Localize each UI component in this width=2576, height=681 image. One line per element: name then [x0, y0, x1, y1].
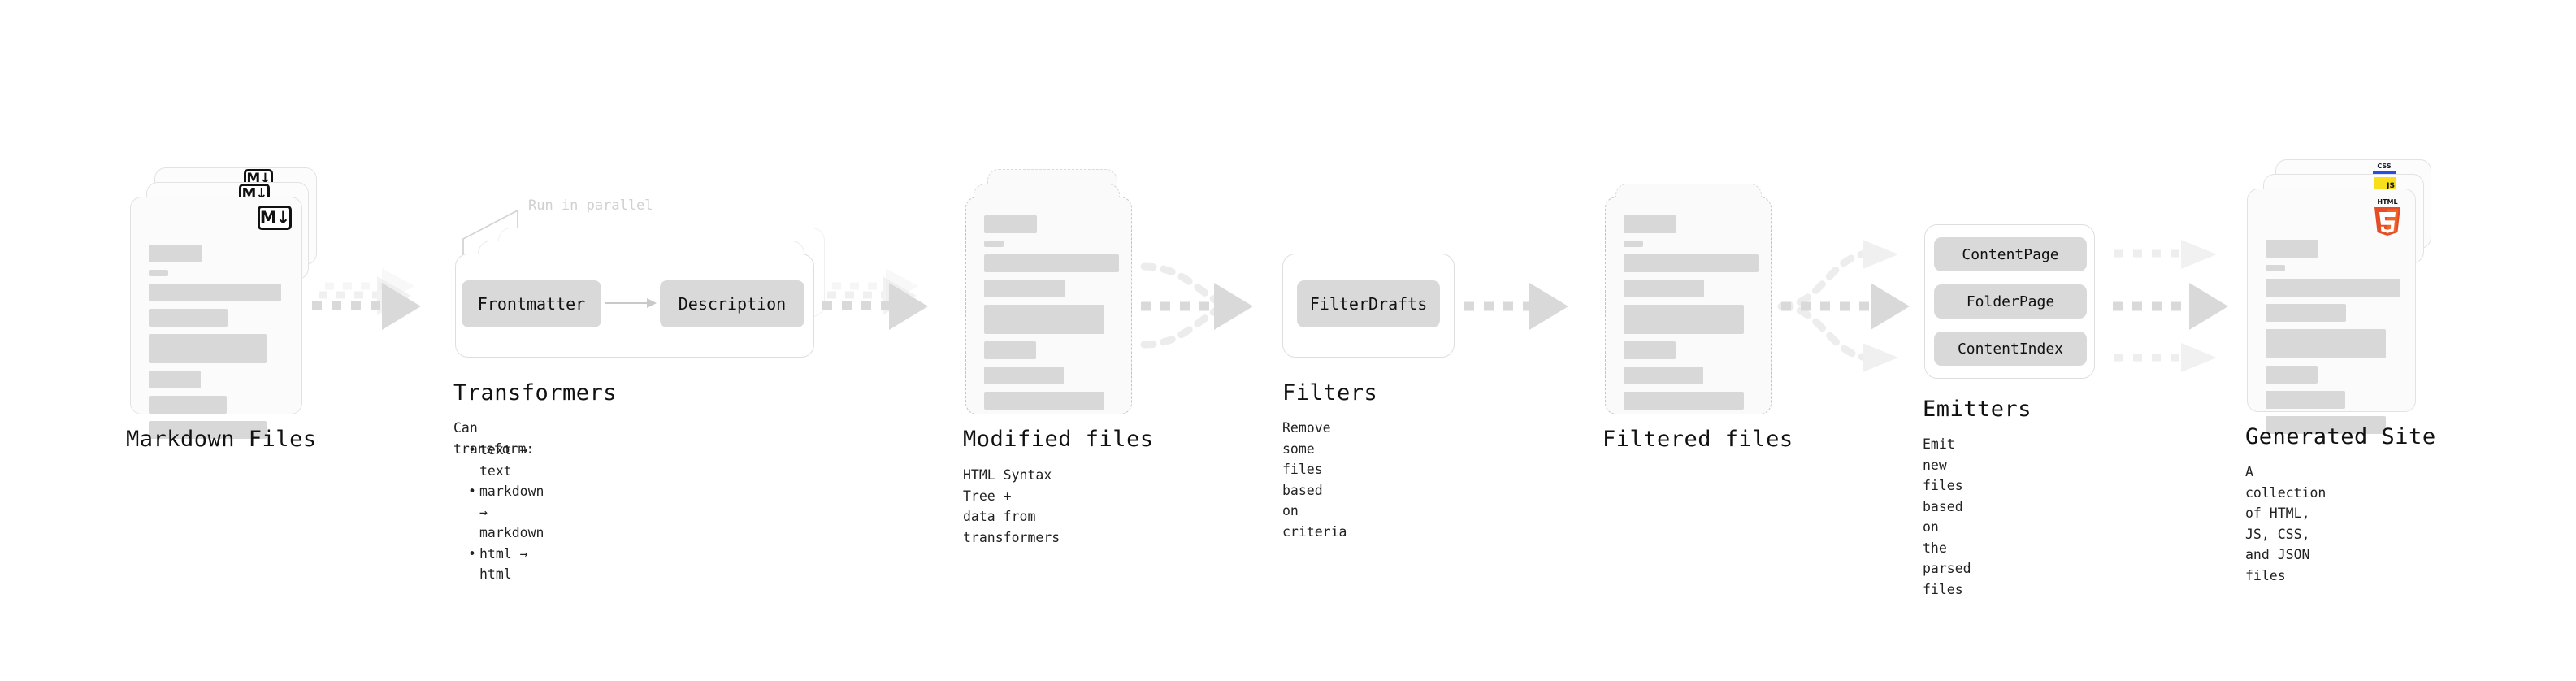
run-in-parallel-bracket	[462, 209, 518, 257]
placeholder-bar	[1624, 392, 1744, 410]
placeholder-bar	[149, 334, 267, 363]
placeholder-bar	[984, 254, 1119, 272]
stage-title-filters: Filters	[1282, 380, 1378, 406]
markdown-placeholder-bars	[149, 245, 285, 439]
placeholder-bar	[2266, 304, 2346, 322]
placeholder-bar	[984, 305, 1104, 334]
stage-title-modified-files: Modified files	[963, 427, 1154, 452]
placeholder-bar	[2266, 416, 2386, 434]
arrow-markdown-to-transformers	[312, 268, 421, 330]
transformers-bullet-item: html → html	[468, 544, 544, 585]
placeholder-bar	[149, 421, 267, 439]
placeholder-bar	[2266, 279, 2400, 297]
transformer-arrow-front	[605, 298, 657, 308]
placeholder-bar	[149, 245, 202, 262]
svg-text:HTML: HTML	[2377, 198, 2397, 206]
stage-title-emitters: Emitters	[1923, 397, 2032, 422]
modified-placeholder-bars	[984, 215, 1119, 410]
stage-title-markdown-files: Markdown Files	[126, 427, 317, 452]
html5-badge: HTML	[2374, 198, 2400, 236]
arrow-emitters-to-site	[2113, 240, 2228, 372]
transformers-bullet-item: text → text	[468, 440, 544, 481]
transformers-bullet-item: markdown → markdown	[468, 481, 544, 544]
placeholder-bar	[984, 341, 1036, 359]
filters-pill-filterdrafts[interactable]: FilterDrafts	[1297, 280, 1440, 327]
placeholder-bar	[2266, 366, 2318, 384]
placeholder-bar	[2266, 240, 2318, 258]
placeholder-bar	[984, 241, 1004, 247]
emitters-pill-contentindex[interactable]: ContentIndex	[1934, 332, 2087, 366]
placeholder-bar	[984, 280, 1065, 297]
placeholder-bar	[1624, 215, 1676, 233]
placeholder-bar	[149, 270, 168, 276]
stage-title-generated-site: Generated Site	[2245, 424, 2436, 449]
placeholder-bar	[149, 396, 227, 414]
transformer-pill-description[interactable]: Description	[660, 280, 804, 327]
placeholder-bar	[1624, 305, 1744, 334]
transformers-bullet-list: text → text markdown → markdown html → h…	[465, 440, 544, 585]
stage-subtitle-generated-site: A collection of HTML, JS, CSS, and JSON …	[2245, 464, 2327, 583]
placeholder-bar	[1624, 341, 1676, 359]
placeholder-bar	[1624, 254, 1759, 272]
placeholder-bar	[2266, 265, 2285, 271]
emitters-pill-contentpage[interactable]: ContentPage	[1934, 237, 2087, 271]
arrow-modified-to-filters	[1140, 262, 1253, 349]
js-badge: JS	[2374, 177, 2396, 191]
site-card-front: HTML	[2247, 189, 2416, 434]
arrow-filtered-to-emitters	[1777, 240, 1910, 372]
filtered-placeholder-bars	[1624, 215, 1759, 410]
placeholder-bar	[1624, 241, 1643, 247]
stage-subtitle-modified-files: HTML Syntax Tree + data from transformer…	[963, 467, 1060, 545]
filtered-card-front	[1605, 197, 1772, 414]
placeholder-bar	[1624, 367, 1703, 384]
placeholder-bar	[1624, 280, 1704, 297]
arrow-filters-to-filtered	[1464, 283, 1568, 330]
run-in-parallel-caption: Run in parallel	[528, 197, 653, 214]
markdown-badge-front: M↓	[258, 206, 292, 230]
stage-subtitle-emitters: Emit new files based on the parsed files	[1923, 436, 1971, 597]
placeholder-bar	[2266, 391, 2345, 409]
placeholder-bar	[149, 284, 281, 301]
transformer-pill-frontmatter[interactable]: Frontmatter	[462, 280, 601, 327]
placeholder-bar	[984, 215, 1037, 233]
css3-badge: CSS	[2373, 161, 2396, 175]
placeholder-bar	[149, 309, 228, 327]
placeholder-bar	[984, 367, 1064, 384]
placeholder-bar	[149, 371, 201, 388]
stage-subtitle-filters: Remove some files based on criteria	[1282, 420, 1347, 540]
emitters-pill-folderpage[interactable]: FolderPage	[1934, 284, 2087, 319]
modified-card-front	[965, 197, 1132, 414]
arrow-transformers-to-modified	[822, 268, 928, 330]
stage-title-filtered-files: Filtered files	[1602, 427, 1793, 452]
placeholder-bar	[2266, 329, 2386, 358]
stage-title-transformers: Transformers	[453, 380, 618, 406]
placeholder-bar	[984, 392, 1104, 410]
markdown-card-front: M↓	[130, 197, 302, 439]
site-placeholder-bars	[2266, 240, 2400, 434]
